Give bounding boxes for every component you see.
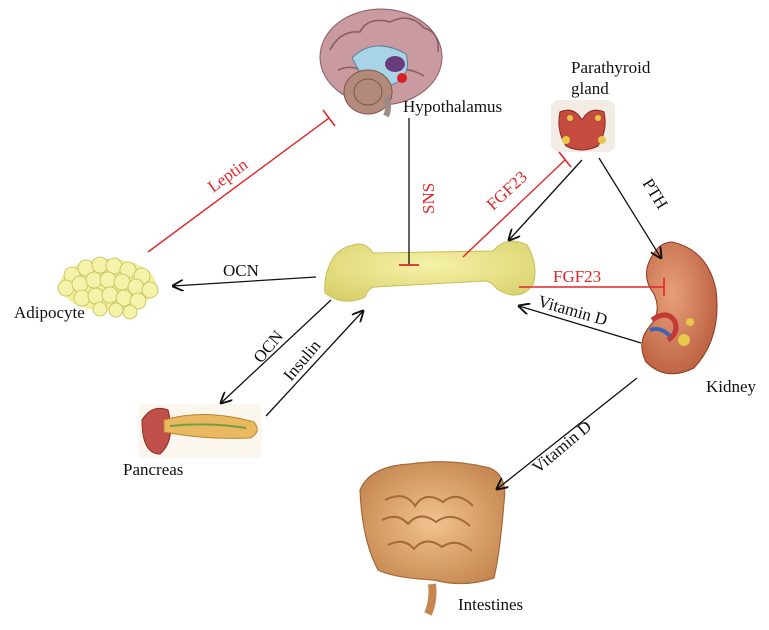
sns-label: SNS [419,183,438,214]
parathyroid-icon [551,100,615,152]
kidney-label: Kidney [706,377,757,396]
fgf23-kidney-label: FGF23 [553,267,601,286]
bone-icon [325,241,535,301]
pancreas-icon [138,404,262,458]
intestines-label: Intestines [458,595,523,614]
leptin-label: Leptin [204,154,251,196]
kidney-icon [642,242,717,374]
leptin-bar [323,110,335,126]
pth-arrow [599,158,661,258]
adipocyte-label: Adipocyte [14,303,85,322]
parathyroid-label-line2: gland [571,79,609,98]
insulin-arrow [266,311,363,416]
vitamin-d-intestines-label: Vitamin D [528,417,595,477]
pth-label: PTH [639,175,672,212]
fgf23-parathyroid-label: FGF23 [483,167,531,214]
pancreas-label: Pancreas [123,460,183,479]
leptin-connector [148,118,329,252]
parathyroid-label-line1: Parathyroid [571,58,651,77]
hypothalamus-label: Hypothalamus [403,97,502,116]
vitamin-d-bone-label: Vitamin D [536,292,610,330]
intestines-icon [360,462,505,614]
ocn-adipocyte-label: OCN [223,261,259,280]
